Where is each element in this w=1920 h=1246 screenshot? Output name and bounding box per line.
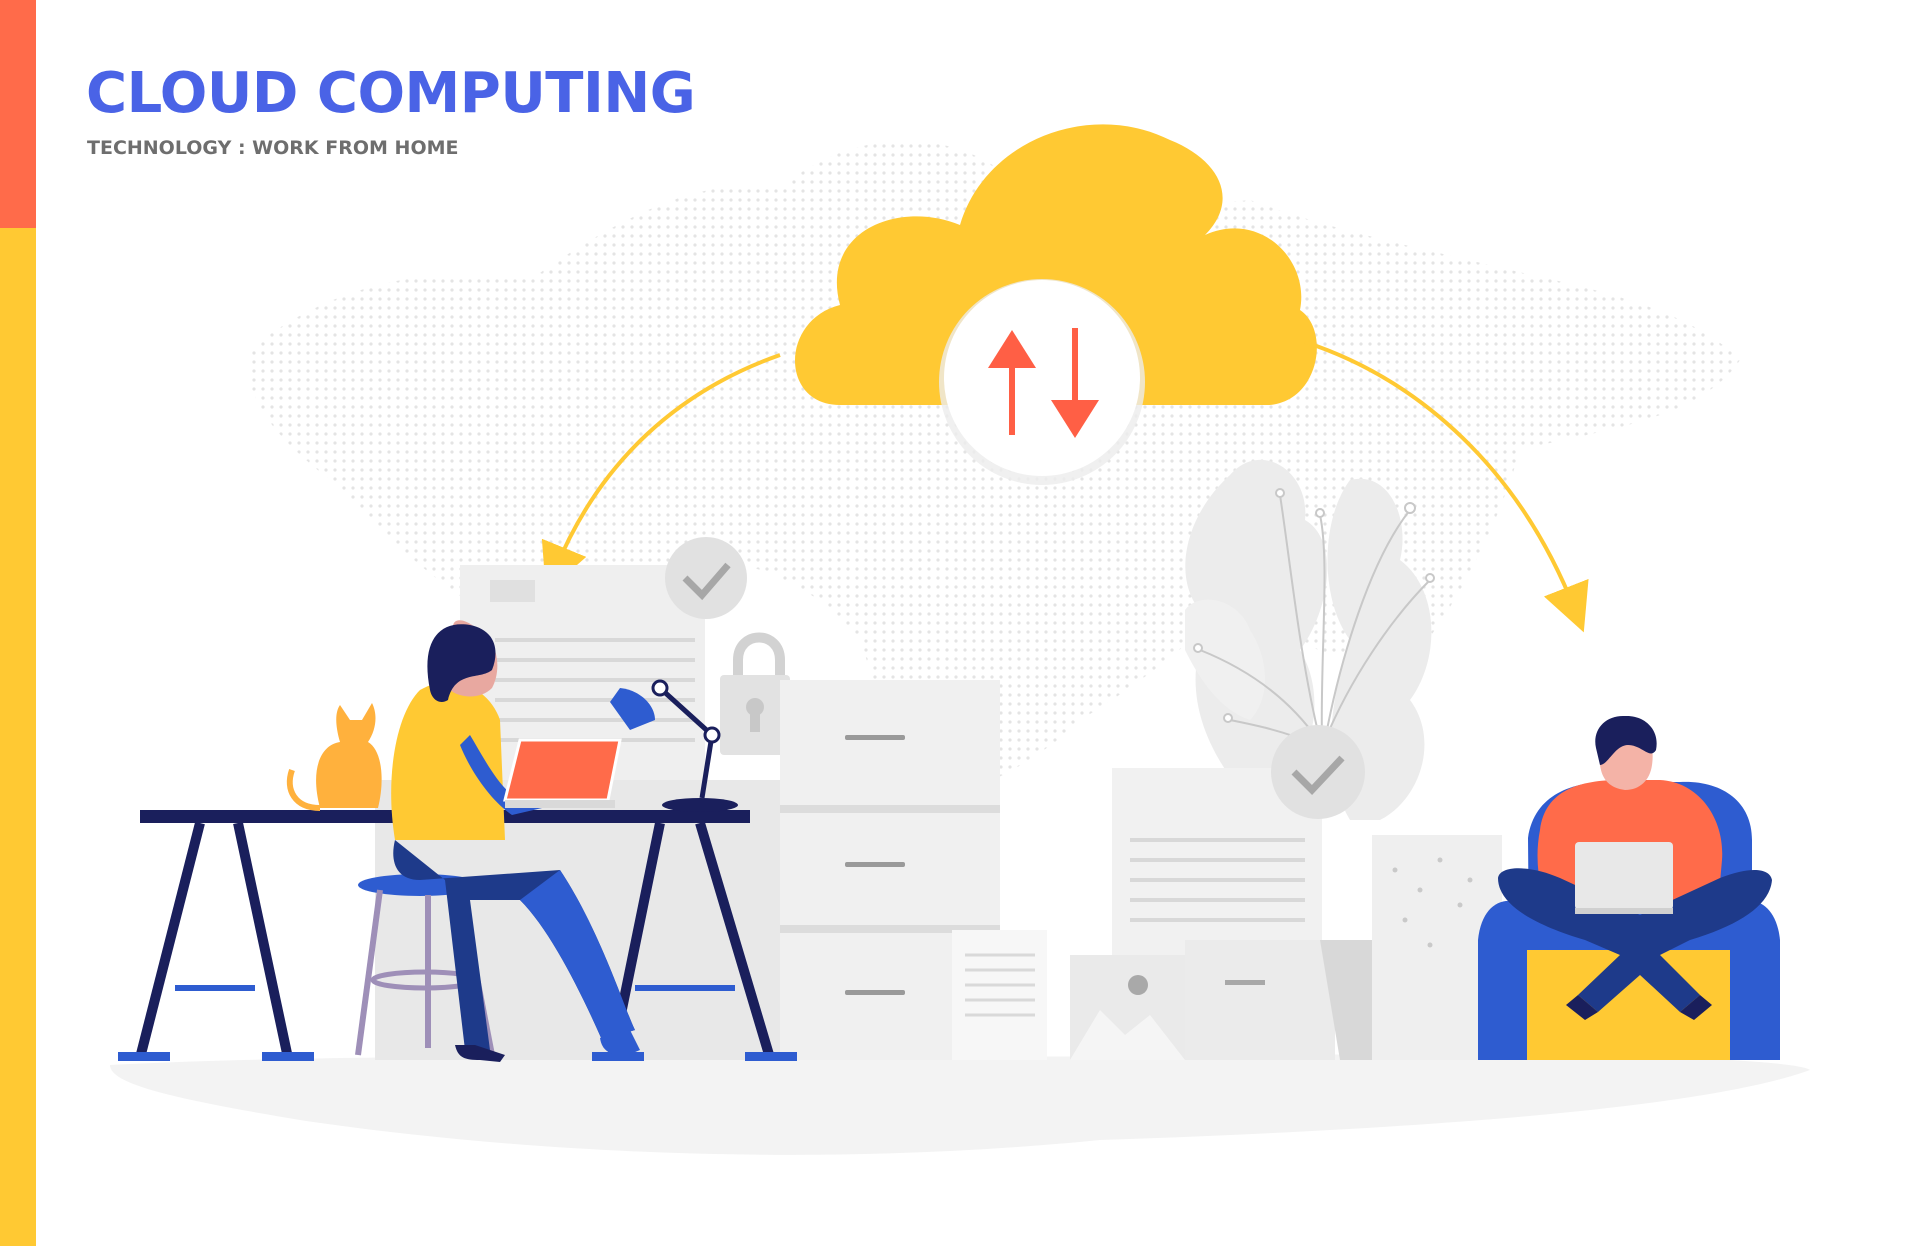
checkmark-icon-right — [1271, 725, 1365, 819]
download-arc-right — [1304, 340, 1589, 633]
cloud-icon — [795, 124, 1317, 405]
desk-lamp-icon — [610, 679, 738, 812]
plant — [1185, 459, 1435, 820]
left-accent-band-yellow — [0, 228, 36, 1246]
woman-at-desk — [391, 620, 640, 1062]
page-title: CLOUD COMPUTING — [86, 61, 696, 126]
sync-arrows-icon — [939, 279, 1145, 485]
laptop-icon — [503, 738, 622, 808]
image-icon — [1070, 955, 1185, 1060]
page-subtitle: TECHNOLOGY : WORK FROM HOME — [87, 137, 459, 159]
download-arc-left — [541, 353, 781, 593]
cat — [286, 703, 382, 811]
ground-shadow — [110, 1053, 1810, 1155]
checkmark-icon — [665, 537, 747, 619]
desk — [118, 810, 797, 1061]
storage-box — [1185, 940, 1335, 1060]
laptop-icon-right — [1575, 842, 1673, 914]
paper-sheet — [952, 930, 1047, 1060]
left-accent-band-red — [0, 0, 36, 228]
padlock-icon — [720, 632, 790, 755]
